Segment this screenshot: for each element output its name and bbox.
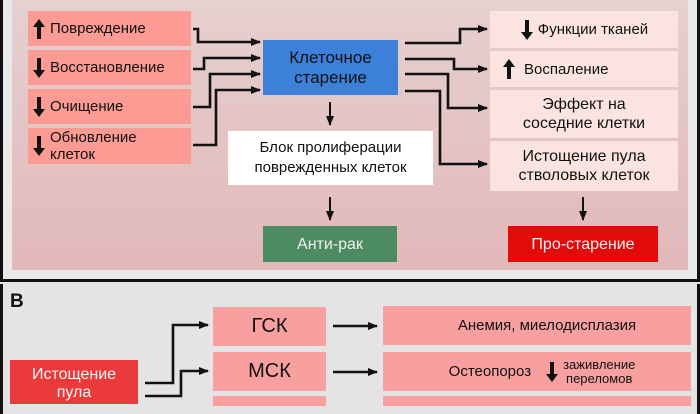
arrow-down-icon <box>546 361 559 382</box>
source-line1: Истощение <box>31 366 117 383</box>
msc-box: МСК <box>213 352 326 391</box>
input-label: Повреждение <box>50 20 146 37</box>
arrow-down-icon <box>33 57 45 78</box>
output-label: Воспаление <box>524 60 609 78</box>
sub-line1: заживление <box>563 356 636 372</box>
output-line1: Истощение пула <box>522 148 646 165</box>
sub-line2: переломов <box>566 370 633 386</box>
center-line2: старение <box>294 67 367 87</box>
proliferation-block-box: Блок пролиферации поврежденных клеток <box>228 131 433 185</box>
output-inflammation: Воспаление <box>490 51 678 87</box>
center-line1: Клеточное <box>289 47 372 67</box>
output-line2: стволовых клеток <box>518 167 650 184</box>
panel-b-label: B <box>10 291 24 312</box>
arrow-down-icon <box>520 19 533 40</box>
arrow-down-icon <box>33 96 45 117</box>
arrow-up-icon <box>33 18 45 39</box>
cellular-senescence-box: Клеточное старение <box>263 40 398 95</box>
output-line1: Эффект на <box>542 96 626 113</box>
hsc-label: ГСК <box>251 315 288 337</box>
block-line2: поврежденных клеток <box>254 159 407 176</box>
hsc-box: ГСК <box>213 307 326 346</box>
input-cell-renewal: Обновление клеток <box>28 128 191 164</box>
input-label: Восстановление <box>50 59 165 76</box>
source-line2: пула <box>56 384 92 401</box>
anemia-label: Анемия, миелодисплазия <box>457 317 637 334</box>
effect-box-partial <box>383 396 691 406</box>
output-neighbor-effect: Эффект на соседние клетки <box>490 90 678 138</box>
input-label-line2: клеток <box>50 146 95 163</box>
input-label: Обновление клеток <box>50 129 137 163</box>
anemia-box: Анемия, миелодисплазия <box>383 306 691 345</box>
output-label: Функции тканей <box>537 21 649 38</box>
msc-label: МСК <box>248 360 291 382</box>
input-repair: Восстановление <box>28 50 191 85</box>
pro-aging-label: Про-старение <box>531 235 635 253</box>
stem-pool-exhaustion-box: Истощение пула <box>10 360 138 404</box>
input-label: Очищение <box>50 98 124 115</box>
anti-cancer-label: Анти-рак <box>297 235 363 253</box>
arrow-up-icon <box>503 59 515 79</box>
output-tissue-function: Функции тканей <box>490 11 678 48</box>
arrow-down-icon <box>33 136 45 156</box>
input-label-line1: Обновление <box>50 129 137 146</box>
anti-cancer-box: Анти-рак <box>263 226 397 262</box>
block-line1: Блок пролиферации <box>259 139 402 156</box>
fracture-healing-label: заживление переломов <box>563 356 636 386</box>
input-clearance: Очищение <box>28 89 191 124</box>
cell-box-partial <box>213 396 326 406</box>
output-stem-cell-exhaustion: Истощение пула стволовых клеток <box>490 141 678 191</box>
output-line2: соседние клетки <box>522 115 646 132</box>
pro-aging-box: Про-старение <box>508 226 658 262</box>
osteoporosis-label: Остеопороз <box>448 363 532 380</box>
osteoporosis-box: Остеопороз заживление переломов <box>383 352 691 391</box>
input-damage: Повреждение <box>28 11 191 46</box>
